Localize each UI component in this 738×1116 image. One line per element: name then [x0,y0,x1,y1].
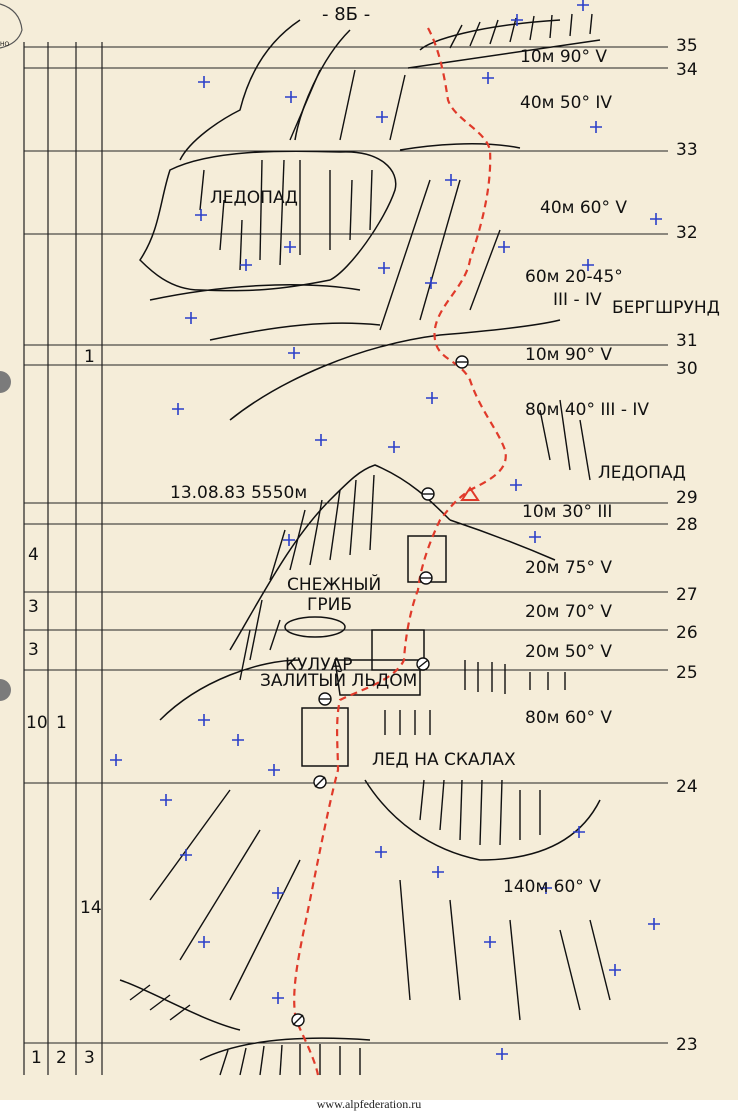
row-label-25: 25 [676,663,698,683]
climbing-route [293,27,507,1076]
couloir-label-2: ЗАЛИТЫЙ ЛЬДОМ [260,669,417,691]
row-label-28: 28 [676,515,698,535]
stamp-icon: НО [0,3,23,49]
col1-27-28: 4 [28,545,39,565]
page-number: - 8Б - [322,4,370,25]
snow-mushroom-label-2: ГРИБ [307,595,352,615]
col1-25-26: 3 [28,640,39,660]
rock-hatching [129,13,611,1076]
ice-on-rocks-label: ЛЕД НА СКАЛАХ [372,750,516,770]
row-label-34: 34 [676,60,698,80]
section-30-29: 80м 40° III - IV [525,400,649,420]
bivouac-label: 13.08.83 5550м [170,483,307,503]
left-grid-values: 1 4 3 3 10 1 14 1 2 3 [26,347,102,1068]
section-25-24: 80м 60° V [525,708,612,728]
col1-24-25: 10 [26,713,48,733]
left-grid [23,42,103,1075]
row-label-24: 24 [676,777,698,797]
icefall-top-label: ЛЕДОПАД [210,188,298,208]
row-label-31: 31 [676,331,698,351]
col1-26-27: 3 [28,597,39,617]
row-label-32: 32 [676,223,698,243]
section-26-25: 20м 50° V [525,642,612,662]
section-lines [24,46,668,1044]
section-32-31-grade: III - IV [553,290,602,310]
icefall-right-label: ЛЕДОПАД [598,463,686,483]
terrain-labels: ЛЕДОПАД БЕРГШРУНД ЛЕДОПАД 13.08.83 5550м… [170,188,720,770]
section-24-23: 140м 60° V [503,877,601,897]
bergschrund-label: БЕРГШРУНД [612,298,720,318]
row-label-26: 26 [676,623,698,643]
bivouac-tent-icon [460,486,480,501]
column-label-2: 2 [56,1048,67,1068]
row-label-35: 35 [676,36,698,56]
row-label-30: 30 [676,359,698,379]
section-32-31: 60м 20-45° [525,267,623,287]
snow-mushroom-label-1: СНЕЖНЫЙ [287,573,381,595]
section-annotations: 10м 90° V 40м 50° IV 40м 60° V 60м 20-45… [503,47,649,897]
section-29-28: 10м 30° III [522,502,612,522]
col3-30-31: 1 [84,347,95,367]
footer-url: www.alpfederation.ru [316,1097,422,1111]
section-34-33: 40м 50° IV [520,93,612,113]
section-31-30: 10м 90° V [525,345,612,365]
section-27-26: 20м 70° V [525,602,612,622]
column-label-1: 1 [31,1048,42,1068]
row-labels: 35 34 33 32 31 30 29 28 27 26 25 24 23 [676,36,698,1055]
row-label-33: 33 [676,140,698,160]
section-35-34: 10м 90° V [520,47,607,67]
col3-23-24: 14 [80,898,102,918]
terrain-outlines [119,19,601,1061]
row-label-23: 23 [676,1035,698,1055]
column-label-3: 3 [84,1048,95,1068]
route-marker-bars [292,361,468,1026]
row-label-29: 29 [676,488,698,508]
couloir-label-1: КУЛУАР [285,655,352,675]
snow-markers [110,0,662,1060]
section-33-32: 40м 60° V [540,198,627,218]
binder-hole-top [0,371,11,393]
row-label-27: 27 [676,585,698,605]
col2-24-25: 1 [56,713,67,733]
binder-hole-bottom [0,679,11,701]
section-28-27: 20м 75° V [525,558,612,578]
svg-text:НО: НО [0,41,10,48]
